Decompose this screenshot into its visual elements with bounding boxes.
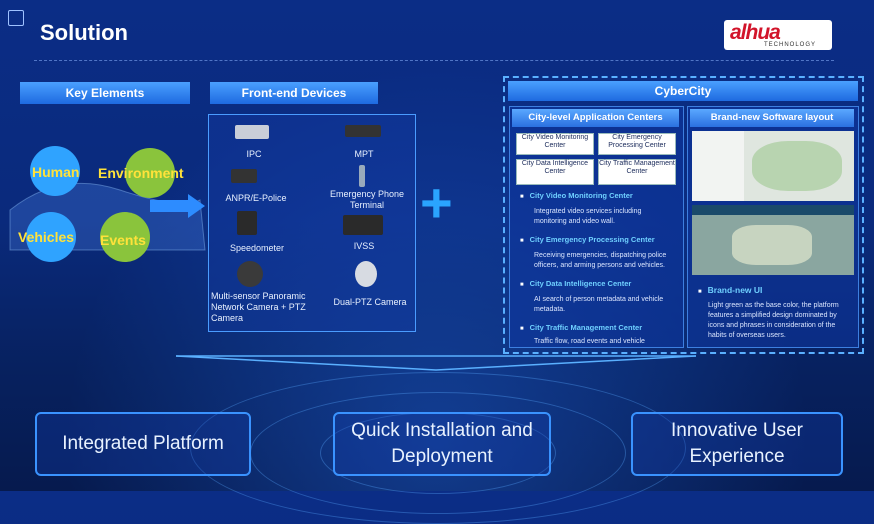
software-layout-header: Brand-new Software layout xyxy=(690,109,854,127)
key-elements-header: Key Elements xyxy=(20,82,190,104)
brand-new-ui-title: Brand-new UI xyxy=(698,285,763,295)
panoramic-camera-icon xyxy=(237,261,263,287)
key-element-human: Human xyxy=(32,164,80,180)
application-centers-panel: City-level Application Centers City Vide… xyxy=(509,106,684,348)
key-element-vehicles: Vehicles xyxy=(18,229,75,245)
page-title: Solution xyxy=(40,20,128,45)
key-element-events: Events xyxy=(100,232,146,248)
software-layout-panel: Brand-new Software layout Brand-new UI L… xyxy=(687,106,859,348)
ivss-icon xyxy=(343,215,383,235)
bullet-data-intelligence: City Data Intelligence Center xyxy=(520,279,632,288)
bullet-video-monitoring: City Video Monitoring Center xyxy=(520,191,633,200)
ptz-camera-icon xyxy=(355,261,377,287)
anpr-camera-icon xyxy=(231,169,257,183)
logo-word: alhua xyxy=(730,21,781,44)
plus-icon: + xyxy=(420,171,453,234)
arrow-right-icon xyxy=(150,194,205,218)
bullet-traffic-management: City Traffic Management Center xyxy=(520,323,643,332)
menu-icon[interactable] xyxy=(8,10,24,26)
dahua-logo: alhua TECHNOLOGY xyxy=(724,20,832,50)
desc-video-monitoring: Integrated video services including moni… xyxy=(534,208,642,225)
events-circle xyxy=(100,212,150,262)
device-anpr: ANPR/E-Police xyxy=(225,193,287,203)
desc-traffic-management: Traffic flow, road events and vehicle vi… xyxy=(534,338,645,345)
device-dual-ptz: Dual-PTZ Camera xyxy=(333,297,407,307)
brand-new-ui-desc: Light green as the base color, the platf… xyxy=(708,302,839,339)
btn-video-monitoring[interactable]: City Video Monitoring Center xyxy=(516,133,594,155)
desc-emergency-processing: Receiving emergencies, dispatching polic… xyxy=(534,252,667,269)
device-ipc: IPC xyxy=(246,149,262,159)
key-element-environment: Environment xyxy=(98,165,184,181)
speedometer-icon xyxy=(237,211,257,235)
btn-traffic-management[interactable]: City Traffic Management Center xyxy=(598,159,676,185)
mpt-icon xyxy=(345,125,381,137)
btn-data-intelligence[interactable]: City Data Intelligence Center xyxy=(516,159,594,185)
logo-sub: TECHNOLOGY xyxy=(764,42,817,48)
device-mpt: MPT xyxy=(354,149,374,159)
emergency-phone-icon xyxy=(359,165,365,187)
app-centers-header: City-level Application Centers xyxy=(512,109,679,127)
integrated-platform-box: Integrated Platform xyxy=(35,412,251,476)
device-panel: IPC MPT ANPR/E-Police Emergency Phone Te… xyxy=(208,114,416,332)
screenshot-map-2 xyxy=(692,205,854,275)
device-panoramic: Multi-sensor Panoramic Network Camera + … xyxy=(211,291,306,323)
vehicles-circle xyxy=(26,212,76,262)
environment-circle xyxy=(125,148,175,198)
divider xyxy=(34,60,834,61)
cybercity-frame xyxy=(503,76,864,354)
device-emergency-phone: Emergency Phone Terminal xyxy=(329,189,405,210)
bullet-emergency-processing: City Emergency Processing Center xyxy=(520,235,655,244)
quick-installation-box: Quick Installation and Deployment xyxy=(333,412,551,476)
device-ivss: IVSS xyxy=(353,241,375,251)
ipc-camera-icon xyxy=(235,125,269,139)
cybercity-header: CyberCity xyxy=(508,81,858,101)
funnel-lines xyxy=(176,355,696,371)
device-speedometer: Speedometer xyxy=(229,243,285,253)
desc-data-intelligence: AI search of person metadata and vehicle… xyxy=(534,296,664,313)
btn-emergency-processing[interactable]: City Emergency Processing Center xyxy=(598,133,676,155)
front-end-header: Front-end Devices xyxy=(210,82,378,104)
innovative-ux-box: Innovative User Experience xyxy=(631,412,843,476)
human-circle xyxy=(30,146,80,196)
screenshot-map-1 xyxy=(692,131,854,201)
